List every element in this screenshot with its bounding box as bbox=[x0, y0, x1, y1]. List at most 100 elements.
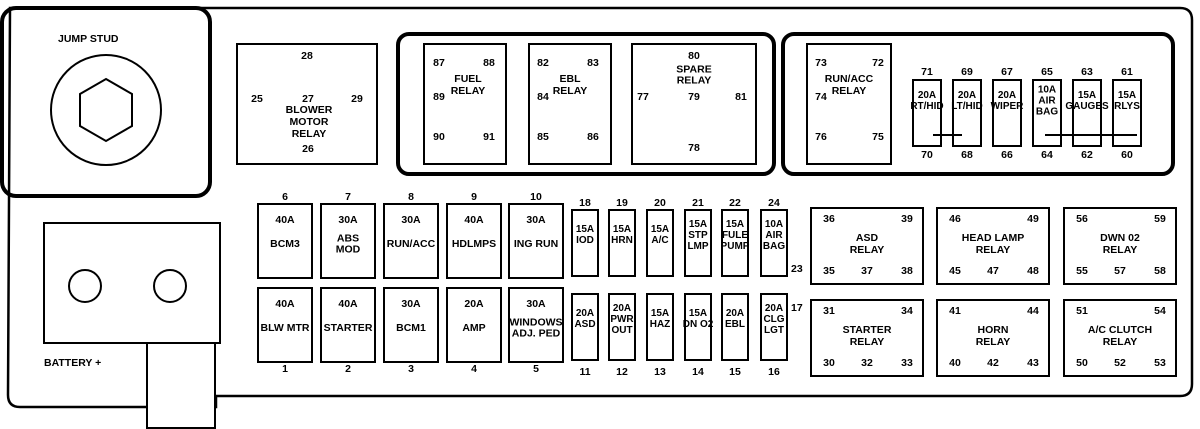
fuse-slot-number: 13 bbox=[654, 366, 666, 378]
fuse-slot-number: 70 bbox=[921, 149, 933, 161]
relay-pin-label: 54 bbox=[1154, 305, 1166, 317]
relay-pin-label: 25 bbox=[251, 93, 263, 105]
relay-pin-label: 86 bbox=[587, 131, 599, 143]
relay-pin-label: 44 bbox=[1027, 305, 1039, 317]
relay-46 bbox=[936, 207, 1050, 285]
relay-pin-label: 81 bbox=[735, 91, 747, 103]
fuse-name-label: ABS bbox=[337, 232, 359, 244]
fuse-rating-label: 20A bbox=[918, 90, 936, 101]
slot-23-label: 23 bbox=[791, 263, 803, 275]
fuse-slot-number: 14 bbox=[692, 366, 704, 378]
relay-pin-label: 46 bbox=[949, 213, 961, 225]
relay-pin-label: 28 bbox=[301, 50, 313, 62]
fuse-rating-label: STP bbox=[688, 230, 708, 241]
fuse-slot-number: 12 bbox=[616, 366, 628, 378]
relay-name-label: FUEL bbox=[454, 73, 482, 85]
fuse-name-label: WINDOWS bbox=[509, 316, 562, 328]
relay-pin-label: 33 bbox=[901, 357, 913, 369]
relay-pin-label: 58 bbox=[1154, 265, 1166, 277]
relay-pin-label: 41 bbox=[949, 305, 961, 317]
fuse-rating-label: RT/HID bbox=[910, 101, 943, 112]
fuse-rating-label: 20A bbox=[726, 308, 744, 319]
mini-fuse-61 bbox=[1112, 79, 1142, 147]
relay-name-label: DWN 02 bbox=[1100, 232, 1140, 244]
fuse-slot-number: 71 bbox=[921, 66, 933, 78]
fuse-rating-label: 20A bbox=[958, 90, 976, 101]
fuse-rating-label: CLG bbox=[763, 314, 784, 325]
jump-stud-circle bbox=[50, 54, 162, 166]
fuse-rating-label: A/C bbox=[651, 235, 668, 246]
mini-fuse-13 bbox=[646, 293, 674, 361]
fuse-slot-number: 10 bbox=[530, 191, 542, 203]
fuse-slot-number: 64 bbox=[1041, 149, 1053, 161]
fuse-rating-label: BAG bbox=[1036, 107, 1058, 118]
slot-17-label: 17 bbox=[791, 302, 803, 314]
fuse-name-label: STARTER bbox=[324, 322, 373, 334]
fuse-slot-number: 5 bbox=[533, 363, 539, 375]
relay-pin-label: 50 bbox=[1076, 357, 1088, 369]
fuse-slot-number: 24 bbox=[768, 197, 780, 209]
fuse-slot-number: 18 bbox=[579, 197, 591, 209]
cartridge-fuse-5 bbox=[508, 287, 564, 363]
hex-nut-icon bbox=[79, 77, 133, 143]
relay-name-label: RELAY bbox=[677, 74, 712, 86]
relay-pin-label: 51 bbox=[1076, 305, 1088, 317]
mini-fuse-63 bbox=[1072, 79, 1102, 147]
mini-fuse-15 bbox=[721, 293, 749, 361]
relay-pin-label: 27 bbox=[302, 93, 314, 105]
mini-fuse-21 bbox=[684, 209, 712, 277]
fuse-name-label: ADJ. PED bbox=[512, 327, 561, 339]
blower-motor-relay bbox=[236, 43, 378, 165]
fuse-name-label: BLW MTR bbox=[261, 322, 310, 334]
relay-name-label: RELAY bbox=[451, 85, 486, 97]
fuse-slot-number: 22 bbox=[729, 197, 741, 209]
relay-pin-label: 49 bbox=[1027, 213, 1039, 225]
fuel-relay bbox=[423, 43, 507, 165]
fuse-rating-label: 30A bbox=[401, 214, 421, 226]
fuse-name-label: BCM1 bbox=[396, 322, 426, 334]
relay-pin-label: 57 bbox=[1114, 265, 1126, 277]
fuse-rating-label: 30A bbox=[401, 298, 421, 310]
fuse-rating-label: LT/HID bbox=[951, 101, 982, 112]
fuse-slot-number: 16 bbox=[768, 366, 780, 378]
fuse-slot-number: 69 bbox=[961, 66, 973, 78]
cartridge-fuse-4 bbox=[446, 287, 502, 363]
cartridge-fuse-10 bbox=[508, 203, 564, 279]
relay-pin-label: 43 bbox=[1027, 357, 1039, 369]
relay-pin-label: 40 bbox=[949, 357, 961, 369]
fuse-rating-label: FULE bbox=[722, 230, 748, 241]
fuse-slot-number: 4 bbox=[471, 363, 477, 375]
relay-31 bbox=[810, 299, 924, 377]
relay-pin-label: 45 bbox=[949, 265, 961, 277]
fuse-slot-number: 8 bbox=[408, 191, 414, 203]
fuse-rating-label: RLYS bbox=[1114, 101, 1140, 112]
fuse-slot-number: 15 bbox=[729, 366, 741, 378]
relay-name-label: STARTER bbox=[843, 324, 892, 336]
fuse-rating-label: AIR bbox=[1038, 96, 1056, 107]
relay-pin-label: 35 bbox=[823, 265, 835, 277]
cartridge-fuse-1 bbox=[257, 287, 313, 363]
relay-name-label: RELAY bbox=[553, 85, 588, 97]
fuse-rating-label: LMP bbox=[687, 241, 708, 252]
mini-fuse-71 bbox=[912, 79, 942, 147]
relay-pin-label: 73 bbox=[815, 57, 827, 69]
fuse-rating-label: PWR bbox=[610, 314, 634, 325]
mini-fuse-67 bbox=[992, 79, 1022, 147]
relay-pin-label: 72 bbox=[872, 57, 884, 69]
relay-36 bbox=[810, 207, 924, 285]
relay-name-label: HEAD LAMP bbox=[962, 232, 1024, 244]
fuse-slot-number: 61 bbox=[1121, 66, 1133, 78]
run-acc-relay bbox=[806, 43, 892, 165]
fuse-name-label: BCM3 bbox=[270, 238, 300, 250]
relay-name-label: RELAY bbox=[976, 244, 1011, 256]
relay-name-label: EBL bbox=[560, 73, 582, 85]
mini-fuse-65 bbox=[1032, 79, 1062, 147]
mini-fuse-22 bbox=[721, 209, 749, 277]
battery-cable-tab bbox=[146, 342, 216, 429]
relay-pin-label: 77 bbox=[637, 91, 649, 103]
relay-name-label: SPARE bbox=[676, 63, 711, 75]
fuse-slot-number: 2 bbox=[345, 363, 351, 375]
fuse-rating-label: OUT bbox=[611, 325, 632, 336]
